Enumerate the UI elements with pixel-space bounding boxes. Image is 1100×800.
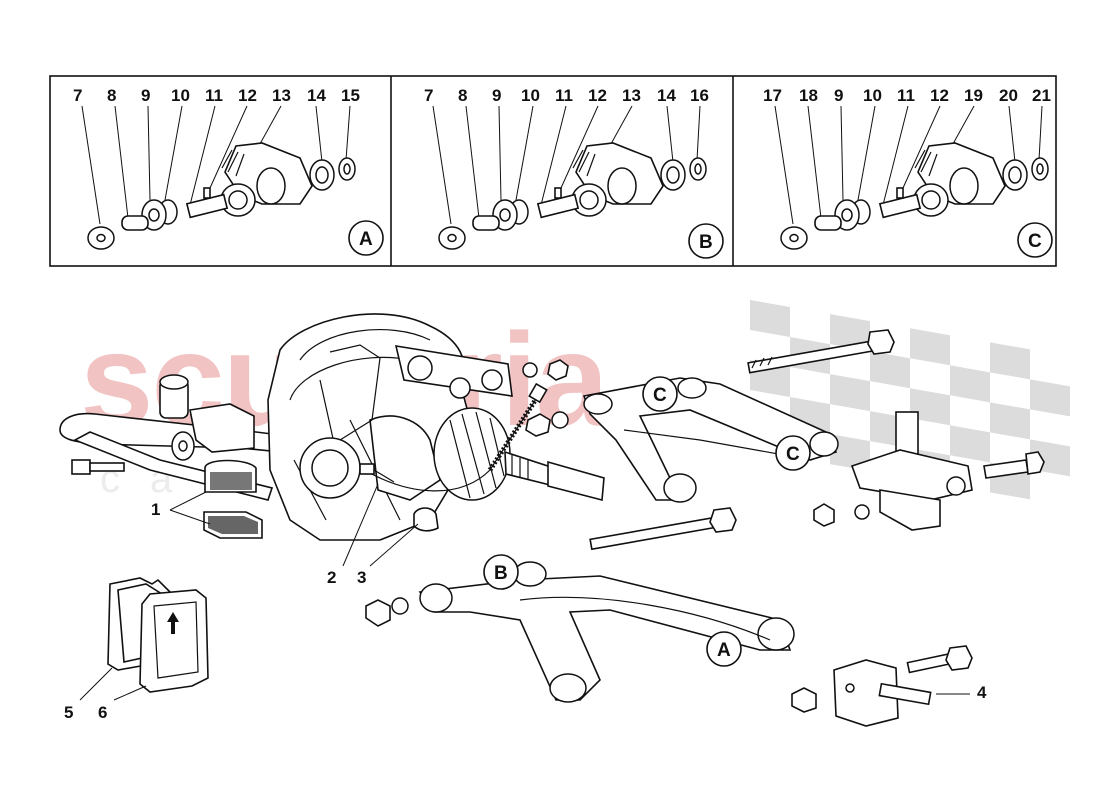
inset-b-leaders [432, 105, 701, 225]
inset-b-label-1: 7 [424, 86, 433, 105]
long-bolt-upper [747, 329, 895, 374]
fasteners-upper [522, 359, 569, 437]
callout-5: 5 [64, 703, 73, 722]
inset-a-label-8: 14 [307, 86, 326, 105]
inset-b-label-2: 8 [458, 86, 467, 105]
inset-b-label-7: 13 [622, 86, 641, 105]
inset-c-label-4: 10 [863, 86, 882, 105]
long-bolt-lower [589, 507, 737, 551]
inset-a-letter: A [359, 229, 373, 250]
inset-a-parts [87, 142, 356, 250]
inset-a-label-7: 13 [272, 86, 291, 105]
marker-b-lower: B [483, 554, 519, 590]
inset-c-labels: 17 18 9 10 11 12 19 20 21 [763, 86, 1051, 105]
bolt-left [71, 459, 125, 475]
inset-c-label-6: 12 [930, 86, 949, 105]
clip-part-3 [413, 507, 439, 532]
callout-1: 1 [151, 500, 160, 519]
inset-c: 17 18 9 10 11 12 19 20 21 [763, 86, 1053, 258]
inset-a-label-9: 15 [341, 86, 360, 105]
inset-b-label-4: 10 [521, 86, 540, 105]
inset-b-label-5: 11 [555, 86, 573, 105]
inset-a-label-4: 10 [171, 86, 190, 105]
inset-b-label-3: 9 [492, 86, 501, 105]
inset-a-label-5: 11 [205, 86, 223, 105]
inset-b-labels: 7 8 9 10 11 12 13 14 16 [424, 86, 709, 105]
inset-b-label-8: 14 [657, 86, 676, 105]
inset-c-label-8: 20 [999, 86, 1018, 105]
upper-bracket [329, 344, 513, 441]
lower-wishbone [418, 561, 795, 703]
inset-c-marker [1017, 222, 1053, 258]
inset-b-parts [438, 142, 707, 250]
upper-wishbone [582, 377, 839, 503]
bracket-part-4 [791, 645, 973, 727]
inset-a-marker [348, 220, 384, 256]
inset-c-label-9: 21 [1032, 86, 1051, 105]
inset-b-marker [688, 223, 724, 259]
inset-c-parts [780, 142, 1049, 250]
svg-text:C: C [786, 444, 800, 465]
inset-c-label-1: 17 [763, 86, 782, 105]
brake-hose-part-2 [359, 382, 548, 492]
inset-a-label-6: 12 [238, 86, 257, 105]
fasteners-lower [365, 597, 409, 627]
inset-c-label-3: 9 [834, 86, 843, 105]
arrow-icon [167, 612, 179, 634]
svg-text:A: A [717, 640, 731, 661]
inset-a-label-3: 9 [141, 86, 150, 105]
inset-b-label-9: 16 [690, 86, 709, 105]
callout-2: 2 [327, 568, 336, 587]
callout-6: 6 [98, 703, 107, 722]
inset-b-letter: B [699, 232, 713, 253]
marker-c-upper-1: C [642, 376, 678, 412]
inset-a-labels: 7 8 9 10 11 12 13 14 15 [73, 86, 360, 105]
inset-c-label-7: 19 [964, 86, 983, 105]
inset-panel [49, 75, 1057, 267]
inset-c-letter: C [1028, 231, 1042, 252]
brake-pads [107, 577, 209, 693]
callout-3: 3 [357, 568, 366, 587]
main-leaders [79, 483, 970, 701]
inset-c-label-5: 11 [897, 86, 915, 105]
svg-text:C: C [653, 385, 667, 406]
svg-text:B: B [494, 563, 508, 584]
inset-a-label-2: 8 [107, 86, 116, 105]
callout-4: 4 [977, 683, 987, 702]
bushing-part-1 [203, 459, 263, 539]
inset-a: 7 8 9 10 11 12 13 14 15 [73, 86, 384, 256]
inset-a-label-1: 7 [73, 86, 82, 105]
marker-c-upper-2: C [775, 435, 811, 471]
hub-carrier [813, 411, 1045, 531]
inset-b-label-6: 12 [588, 86, 607, 105]
inset-c-label-2: 18 [799, 86, 818, 105]
marker-a-lower: A [706, 631, 742, 667]
inset-b: 7 8 9 10 11 12 13 14 16 [424, 86, 724, 259]
